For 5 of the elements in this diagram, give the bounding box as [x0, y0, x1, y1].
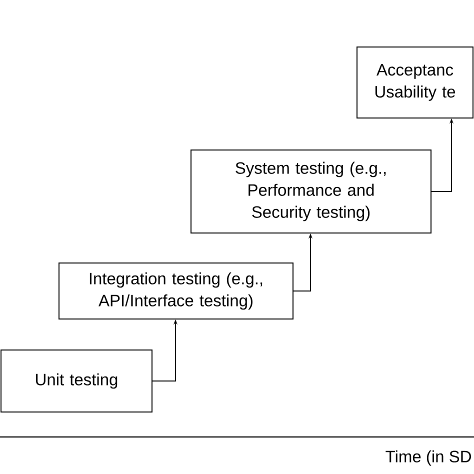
process-box: System testing (e.g., Performance and Security testing) — [190, 150, 432, 234]
process-box: Acceptanc Usability te — [356, 46, 474, 118]
process-box: Unit testing — [0, 350, 152, 412]
axis-label: Time (in SD — [386, 450, 471, 466]
process-box: Integration testing (e.g., API/Interface testing) — [58, 262, 294, 320]
